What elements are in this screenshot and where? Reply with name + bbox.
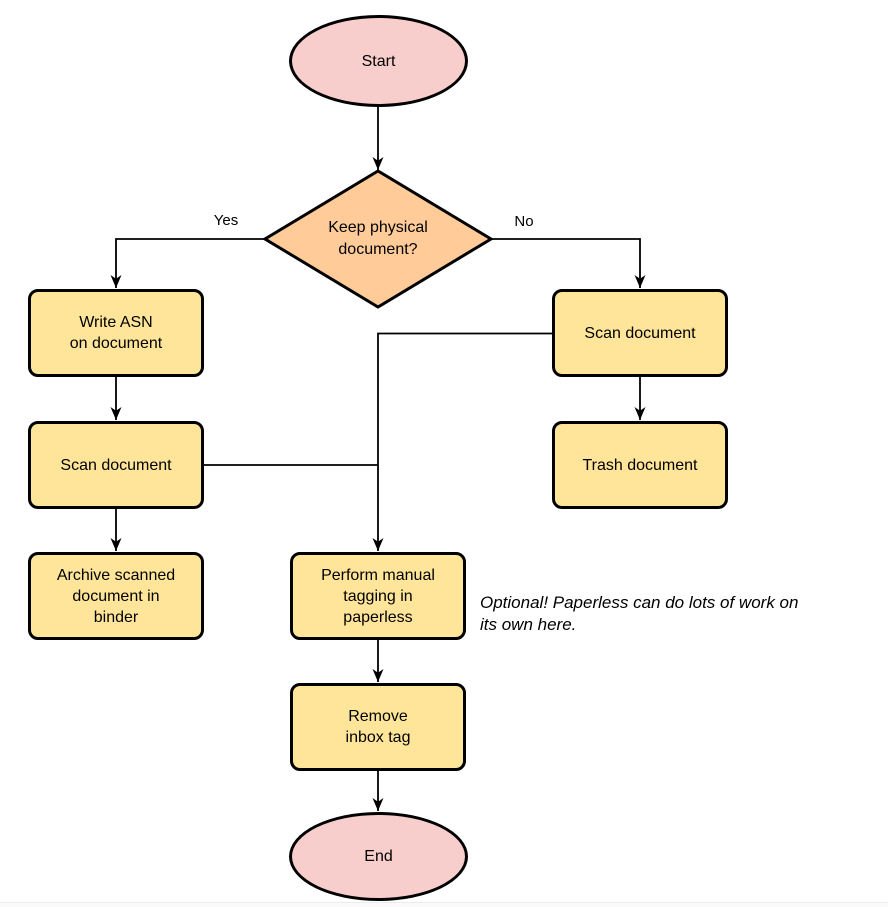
node-perform-manual-tagging: Perform manual tagging in paperless (290, 552, 466, 640)
node-end: End (289, 812, 468, 901)
node-remove-inbox-tag: Remove inbox tag (290, 683, 466, 771)
edge-decision-no-to-scan-right (489, 238, 646, 288)
node-trash-document: Trash document (552, 421, 728, 509)
node-scan-document-left: Scan document (28, 421, 204, 509)
edge-scan-right-to-tagging (372, 332, 552, 551)
decision-diamond-shape (262, 169, 494, 309)
node-archive-scanned-document: Archive scanned document in binder (28, 552, 204, 640)
edge-decision-yes-to-write-asn (110, 238, 266, 288)
node-decision-label: Keep physical document? (328, 219, 428, 258)
node-write-asn-on-document: Write ASN on document (28, 289, 204, 377)
branch-label-no: No (514, 213, 534, 230)
branch-label-yes: Yes (213, 212, 239, 229)
node-start: Start (289, 15, 468, 107)
node-scan-document-right: Scan document (552, 289, 728, 377)
optional-note: Optional! Paperless can do lots of work … (480, 593, 799, 634)
page-bottom-edge (0, 902, 888, 907)
